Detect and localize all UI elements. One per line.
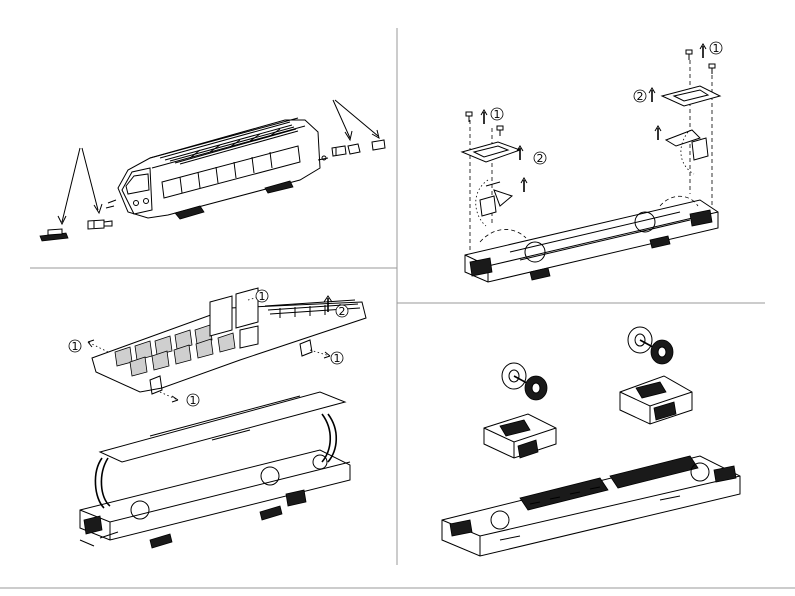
svg-text:1: 1 <box>713 42 720 55</box>
callout-two-panel3-right: 2 <box>634 90 646 103</box>
svg-text:1: 1 <box>494 108 501 121</box>
left-bogie-mount-stack <box>462 110 527 250</box>
callout-one-panel3-left: 1 <box>491 108 503 121</box>
svg-text:1: 1 <box>334 352 341 365</box>
railcar-body <box>106 118 328 219</box>
svg-text:1: 1 <box>190 394 197 407</box>
panel-bogie-mounts <box>462 44 720 282</box>
chassis-with-lightboard <box>80 392 350 548</box>
panel-coach-couplers <box>40 100 385 241</box>
chassis-underframe <box>442 456 740 556</box>
left-bogie-frame <box>484 414 556 458</box>
svg-text:2: 2 <box>637 90 644 103</box>
callout-two-panel3-left: 2 <box>534 152 546 165</box>
callout-one-panel2-bottom: 1 <box>187 394 199 407</box>
right-bogie-frame <box>620 376 692 424</box>
left-coupler-parts <box>40 148 112 241</box>
panel-wheelsets <box>442 327 740 556</box>
panel-interior-removal <box>80 288 366 548</box>
callout-one-panel2-left: 1 <box>69 340 81 353</box>
callout-one-panel2-top: 1 <box>256 290 268 303</box>
right-wheelset <box>628 327 673 364</box>
right-bogie-mount-stack <box>649 44 720 206</box>
left-wheelset <box>502 363 547 400</box>
svg-text:2: 2 <box>537 152 544 165</box>
svg-text:2: 2 <box>339 305 346 318</box>
svg-text:1: 1 <box>72 340 79 353</box>
svg-text:1: 1 <box>259 290 266 303</box>
callout-one-panel2-right: 1 <box>331 352 343 365</box>
right-coupler-parts <box>332 100 385 156</box>
interior-seating-insert <box>92 288 366 394</box>
callout-one-panel3-right: 1 <box>710 42 722 55</box>
chassis-top-view <box>465 196 718 282</box>
